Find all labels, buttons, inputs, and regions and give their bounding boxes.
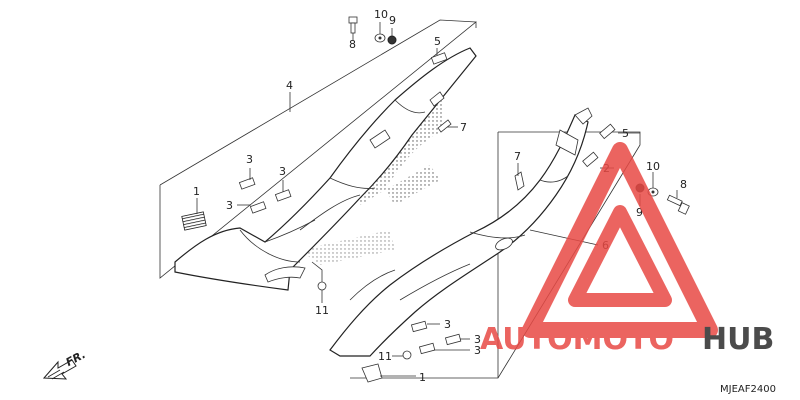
callout-5a: 5	[434, 35, 441, 48]
watermark-triangle-outer	[522, 142, 718, 338]
pad-1b	[361, 363, 383, 383]
callout-10b: 10	[646, 160, 660, 173]
pad-1a	[181, 211, 207, 231]
pad-3b	[274, 189, 292, 202]
pad-5a	[430, 52, 448, 65]
watermark-text-red: AUTOMOTO	[480, 322, 674, 357]
callout-3b: 3	[279, 165, 286, 178]
bolt-8a	[348, 16, 358, 34]
callout-9a: 9	[389, 14, 396, 27]
callout-1b: 1	[419, 371, 426, 384]
callout-7b: 7	[514, 150, 521, 163]
pad-3a	[238, 177, 256, 190]
callout-10a: 10	[374, 8, 388, 21]
callout-3c: 3	[226, 199, 233, 212]
callout-5b: 5	[622, 127, 629, 140]
left-side-cover-assembly	[159, 16, 477, 291]
pad-3d	[410, 320, 428, 333]
nut-9a	[387, 35, 397, 45]
callout-11a: 11	[315, 304, 329, 317]
callout-3a: 3	[246, 153, 253, 166]
callout-3f: 3	[474, 344, 481, 357]
diagram-code: MJEAF2400	[720, 384, 776, 395]
clip-7a	[437, 119, 452, 133]
callout-11b: 11	[378, 350, 392, 363]
bolt-8b	[666, 194, 690, 215]
watermark-triangle-inner	[568, 205, 672, 307]
clip-7b	[514, 171, 525, 191]
pad-3c	[249, 201, 267, 214]
callout-7a: 7	[460, 121, 467, 134]
pad-3f	[418, 342, 436, 355]
grommet-11b	[402, 350, 412, 360]
pad-2	[582, 151, 599, 168]
pad-5b	[599, 123, 616, 140]
pad-3e	[444, 333, 462, 346]
callout-3e: 3	[474, 333, 481, 346]
left-cover-body	[174, 47, 477, 291]
callout-8b: 8	[680, 178, 687, 191]
grommet-11a	[317, 281, 327, 291]
mount-hole	[495, 237, 513, 251]
watermark-text-dark: HUB	[702, 322, 774, 357]
callout-9b: 9	[636, 206, 643, 219]
callout-3d: 3	[444, 318, 451, 331]
callout-8a: 8	[349, 38, 356, 51]
front-direction-arrow: FR.	[42, 348, 88, 380]
callout-1a: 1	[193, 185, 200, 198]
callout-4: 4	[286, 79, 293, 92]
automotohub-watermark: AUTOMOTO HUB	[480, 142, 774, 357]
